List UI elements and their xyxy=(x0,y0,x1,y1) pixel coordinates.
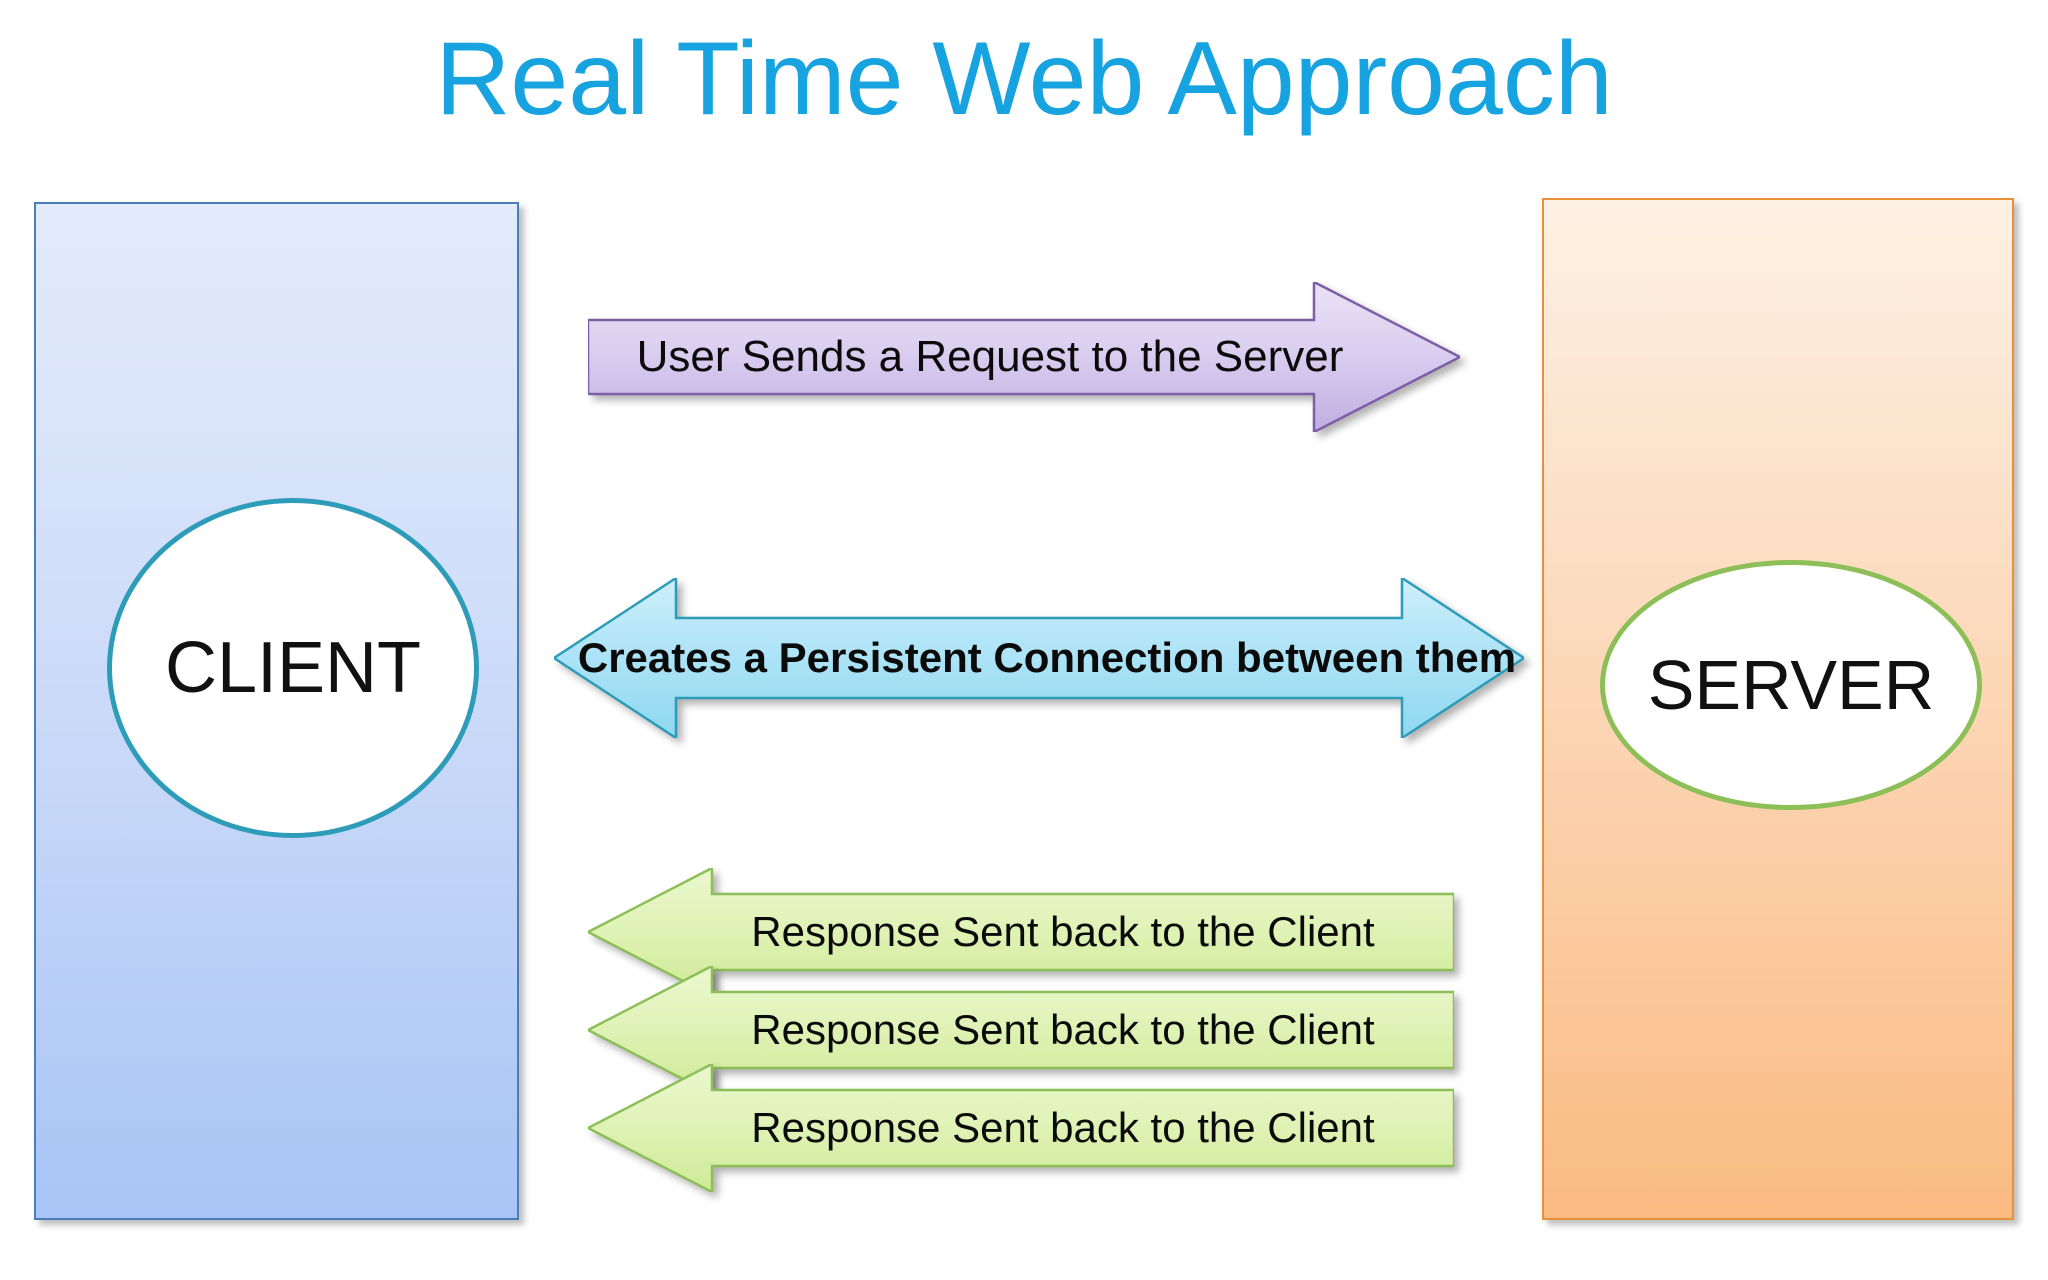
response-arrow-1-label: Response Sent back to the Client xyxy=(751,908,1375,955)
arrow-right-icon xyxy=(588,282,1460,432)
response-arrow-1: Response Sent back to the Client xyxy=(588,868,1454,996)
client-node: CLIENT xyxy=(107,498,479,838)
persistent-connection-arrow: Creates a Persistent Connection between … xyxy=(554,578,1524,738)
response-arrow-3-label: Response Sent back to the Client xyxy=(751,1104,1375,1151)
page-title: Real Time Web Approach xyxy=(435,21,1613,137)
persistent-connection-arrow-label: Creates a Persistent Connection between … xyxy=(577,634,1517,681)
client-label: CLIENT xyxy=(164,628,422,708)
server-label: SERVER xyxy=(1647,646,1935,724)
arrow-left-icon xyxy=(588,1064,1454,1192)
request-arrow-label: User Sends a Request to the Server xyxy=(636,332,1344,381)
server-node: SERVER xyxy=(1600,560,1982,810)
response-arrow-2: Response Sent back to the Client xyxy=(588,966,1454,1094)
arrow-left-right-icon xyxy=(554,578,1524,738)
request-arrow: User Sends a Request to the Server xyxy=(588,282,1460,432)
response-arrow-3: Response Sent back to the Client xyxy=(588,1064,1454,1192)
response-arrow-2-label: Response Sent back to the Client xyxy=(751,1006,1375,1053)
